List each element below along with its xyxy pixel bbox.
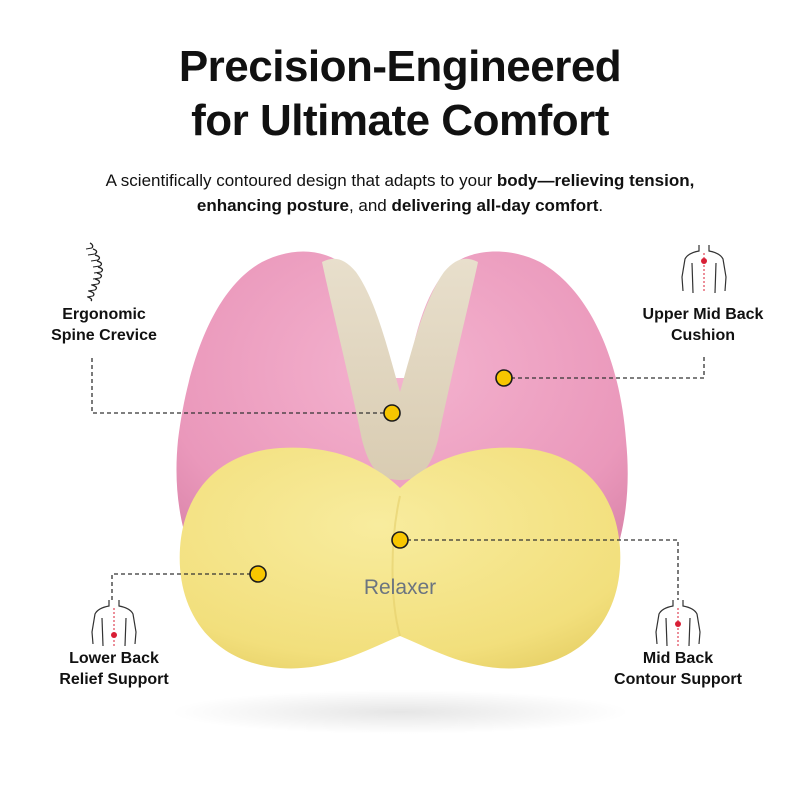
leader-line-upper-mid [504, 355, 705, 379]
torso-icon [681, 245, 727, 294]
torso-icon [91, 600, 137, 647]
subheadline-text-1: A scientifically contoured design that a… [105, 171, 497, 190]
callout-upper-mid-line-2: Cushion [671, 327, 735, 344]
marker-lower [249, 565, 267, 583]
subheadline-bold-1: body—relieving tension, [496, 171, 695, 190]
callout-mid-line-1: Mid Back [642, 650, 714, 667]
spine-icon [85, 242, 104, 302]
leader-line-spine [91, 358, 392, 414]
subheadline-text-2: , and [348, 196, 392, 215]
subheadline-bold-3: delivering all-day comfort [391, 196, 599, 215]
subheadline-bold-2: enhancing posture [196, 196, 349, 215]
marker-mid [391, 531, 409, 549]
headline: Precision-Engineered for Ultimate Comfor… [0, 40, 800, 148]
cushion-yellow-base [179, 447, 621, 669]
marker-upper-mid [495, 369, 513, 387]
brand-logo: Relaxer [364, 576, 436, 599]
callout-upper-mid-back-cushion: Upper Mid Back Cushion [610, 304, 796, 346]
callout-spine-line-2: Spine Crevice [51, 327, 157, 344]
headline-line-2: for Ultimate Comfort [191, 96, 609, 145]
subheadline-text-3: . [598, 196, 604, 215]
torso-icon [655, 600, 701, 647]
callout-ergonomic-spine-crevice: Ergonomic Spine Crevice [14, 304, 194, 346]
marker-spine [383, 404, 401, 422]
callout-lower-line-2: Relief Support [59, 671, 169, 688]
cushion-spine-crevice [322, 258, 478, 480]
headline-line-1: Precision-Engineered [178, 42, 622, 91]
cushion-shadow [170, 690, 630, 734]
callout-upper-mid-line-1: Upper Mid Back [642, 306, 764, 323]
cushion-yellow-seam [391, 495, 401, 637]
callout-lower-line-1: Lower Back [69, 650, 159, 667]
callout-mid-back-contour-support: Mid Back Contour Support [586, 648, 770, 690]
subheadline: A scientifically contoured design that a… [40, 168, 760, 218]
callout-spine-line-1: Ergonomic [62, 306, 146, 323]
callout-lower-back-relief-support: Lower Back Relief Support [24, 648, 204, 690]
leader-line-lower [111, 573, 258, 600]
leader-line-mid [400, 539, 679, 600]
callout-mid-line-2: Contour Support [614, 671, 742, 688]
